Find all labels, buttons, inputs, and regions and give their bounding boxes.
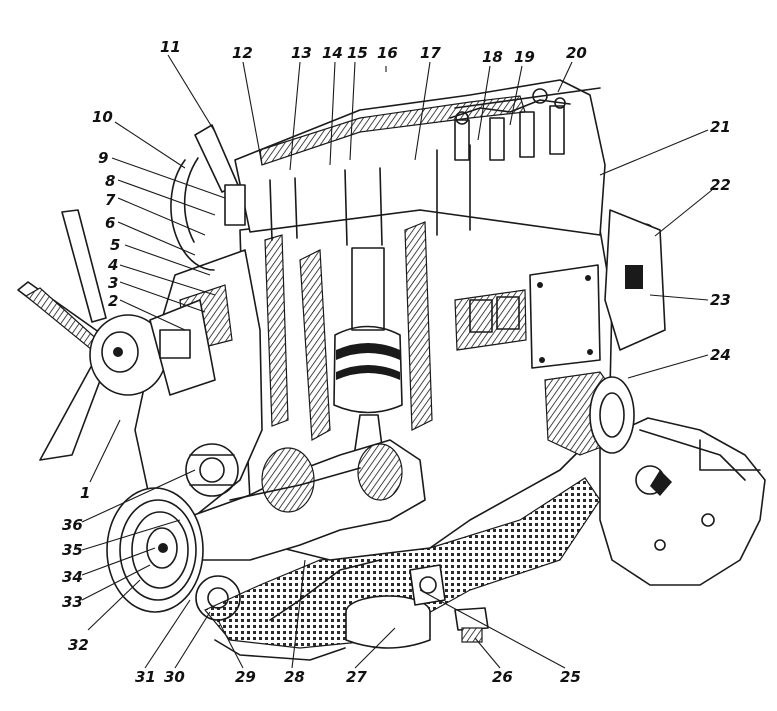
- fan-blade-upper: [61, 209, 107, 323]
- callout-21: 21: [710, 118, 731, 136]
- callout-13: 13: [291, 44, 312, 62]
- callout-14: 14: [322, 44, 343, 62]
- callout-19: 19: [514, 48, 535, 66]
- callout-5: 5: [110, 236, 120, 254]
- callout-32: 32: [68, 636, 89, 654]
- cylinder-wall-cutaway: [299, 249, 331, 441]
- cylinder-head: [234, 79, 606, 236]
- callout-31: 31: [135, 668, 156, 686]
- engine-drawing: [17, 79, 766, 661]
- callout-23: 23: [710, 291, 731, 309]
- callout-17: 17: [420, 44, 441, 62]
- callout-36: 36: [62, 516, 83, 534]
- callout-25: 25: [560, 668, 581, 686]
- callout-10: 10: [92, 108, 113, 126]
- callout-24: 24: [710, 346, 731, 364]
- callout-2: 2: [108, 292, 118, 310]
- callout-33: 33: [62, 593, 83, 611]
- inspection-cover: [529, 264, 601, 369]
- callout-7: 7: [105, 191, 116, 209]
- callout-22: 22: [710, 176, 731, 194]
- callout-34: 34: [62, 568, 83, 586]
- callout-28: 28: [284, 668, 305, 686]
- callout-30: 30: [164, 668, 185, 686]
- callout-4: 4: [107, 256, 118, 274]
- callout-35: 35: [62, 541, 83, 559]
- callout-11: 11: [160, 38, 181, 56]
- callout-12: 12: [232, 44, 253, 62]
- callout-9: 9: [98, 149, 108, 167]
- callout-6: 6: [105, 214, 115, 232]
- callout-29: 29: [235, 668, 256, 686]
- callout-8: 8: [105, 172, 115, 190]
- callout-27: 27: [346, 668, 367, 686]
- callout-26: 26: [492, 668, 513, 686]
- callout-labels: 1 2 3 4 5 6 7 8 9 10 11 12 13 14 15 16 1…: [62, 38, 731, 686]
- callout-15: 15: [347, 44, 368, 62]
- callout-3: 3: [108, 274, 118, 292]
- fan-blade-lower: [39, 364, 105, 461]
- leader-lines: [81, 54, 713, 669]
- callout-18: 18: [482, 48, 503, 66]
- callout-20: 20: [566, 44, 587, 62]
- callout-16: 16: [377, 44, 398, 62]
- callout-1: 1: [80, 484, 90, 502]
